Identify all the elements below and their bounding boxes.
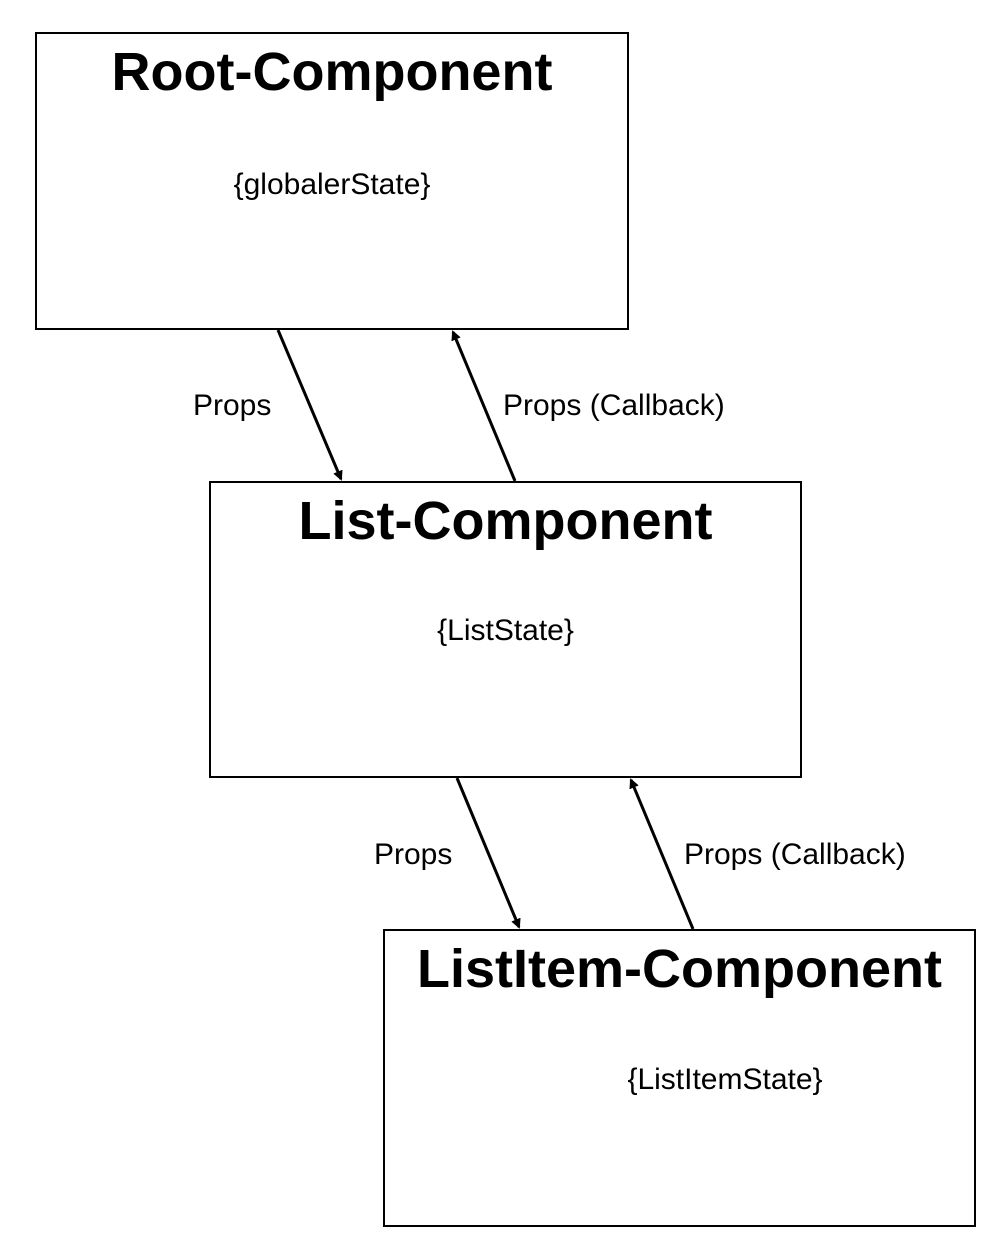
listitem-component-box: ListItem-Component {ListItemState} (383, 929, 976, 1227)
root-component-title: Root-Component (111, 42, 553, 102)
edge-label-callback-list-to-root: Props (Callback) (503, 389, 725, 422)
arrow-root-to-list (276, 329, 343, 481)
list-component-state: {ListState} (437, 614, 574, 647)
listitem-component-state: {ListItemState} (627, 1063, 823, 1096)
arrow-list-to-item (455, 777, 521, 929)
root-component-state: {globalerState} (233, 168, 431, 201)
list-component-title: List-Component (298, 491, 713, 551)
edge-label-props-list-to-item: Props (374, 838, 453, 871)
list-component-box: List-Component {ListState} (209, 481, 802, 778)
edge-label-callback-item-to-list: Props (Callback) (684, 838, 906, 871)
root-component-box: Root-Component {globalerState} (35, 32, 629, 330)
listitem-component-title: ListItem-Component (417, 939, 942, 999)
edge-label-props-root-to-list: Props (193, 389, 272, 422)
